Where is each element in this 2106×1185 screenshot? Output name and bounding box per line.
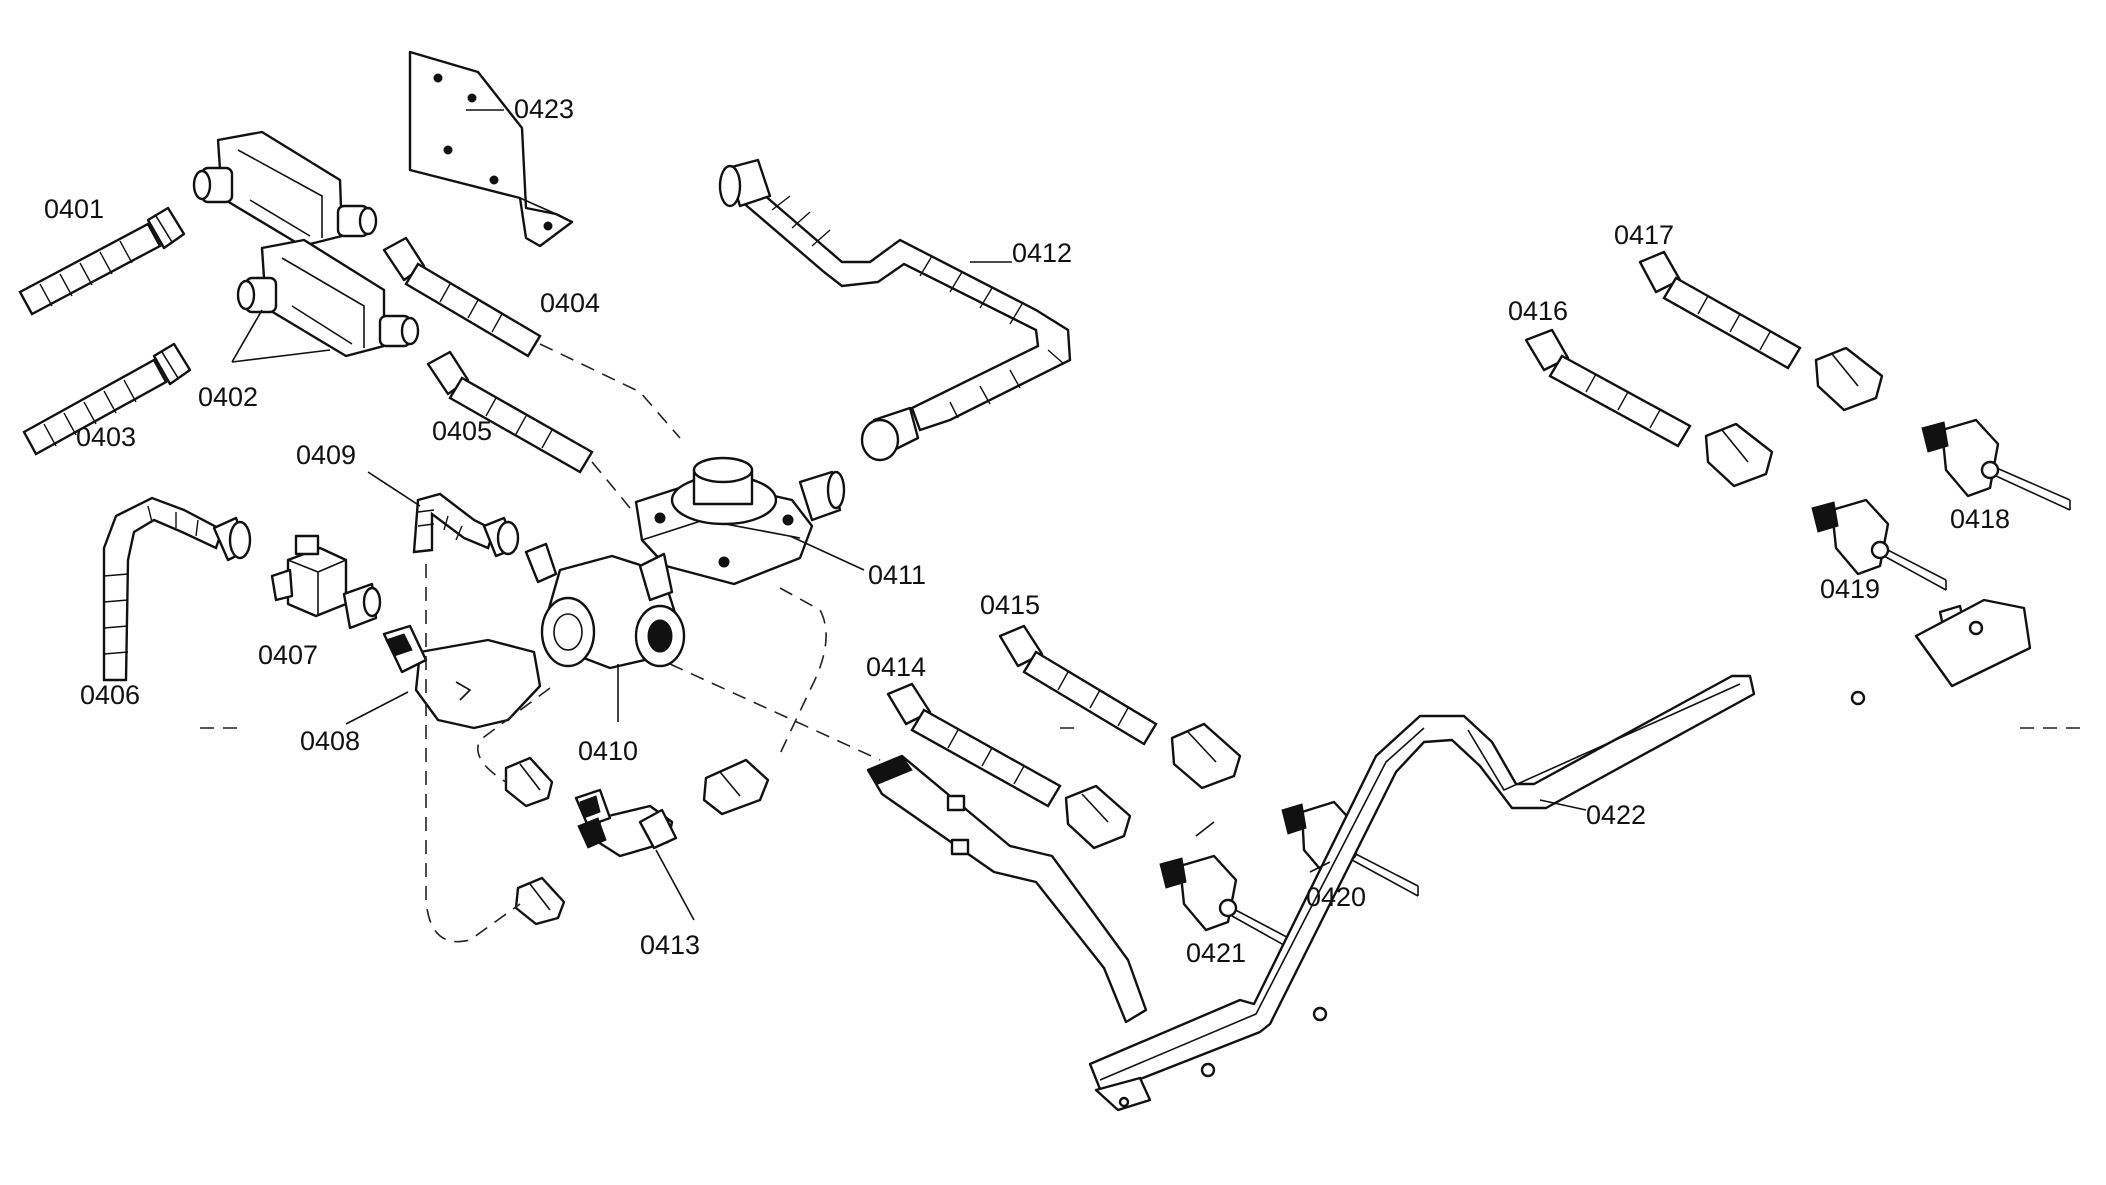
part-0413-nut-2[interactable] — [514, 876, 566, 926]
label-0419: 0419 — [1820, 574, 1880, 604]
part-0414-hose[interactable] — [886, 682, 1132, 850]
part-0415-hose[interactable] — [998, 624, 1242, 790]
part-0422-manifold[interactable] — [1088, 598, 2032, 1112]
part-0417-hose[interactable] — [1638, 250, 1884, 412]
part-0407-solenoid[interactable] — [270, 534, 382, 630]
part-0406-flex-hose[interactable] — [102, 496, 252, 682]
label-0408: 0408 — [300, 726, 360, 756]
part-0412-flex-hose[interactable] — [718, 158, 1072, 462]
part-inlet-pipe[interactable] — [866, 754, 1148, 1024]
part-0413-nut[interactable] — [504, 756, 554, 808]
part-0418-valve[interactable] — [1921, 418, 2071, 511]
label-0404: 0404 — [540, 288, 600, 318]
part-0402-valve-lower[interactable] — [236, 238, 420, 358]
part-0413-tee[interactable] — [574, 788, 678, 858]
label-0406: 0406 — [80, 680, 140, 710]
label-0407: 0407 — [258, 640, 318, 670]
part-0409-elbow-hose[interactable] — [412, 492, 520, 558]
part-0421-valve[interactable] — [1159, 854, 1301, 955]
label-0401: 0401 — [44, 194, 104, 224]
label-0405: 0405 — [432, 416, 492, 446]
label-0415: 0415 — [980, 590, 1040, 620]
label-0423: 0423 — [514, 94, 574, 124]
part-0401-flex-hose[interactable] — [18, 206, 186, 316]
part-0402-valve-upper[interactable] — [192, 130, 378, 248]
label-0416: 0416 — [1508, 296, 1568, 326]
label-0411: 0411 — [868, 560, 926, 590]
label-0417: 0417 — [1614, 220, 1674, 250]
leader-lines — [345, 109, 1587, 921]
part-0413-nut-3[interactable] — [702, 758, 770, 816]
label-0410: 0410 — [578, 736, 638, 766]
part-0419-valve[interactable] — [1811, 498, 1947, 591]
part-0403-flex-hose[interactable] — [22, 342, 192, 456]
assembly-dash-lines — [200, 343, 2080, 943]
part-0423-bracket[interactable] — [408, 50, 574, 248]
label-0414: 0414 — [866, 652, 926, 682]
part-0405-hose[interactable] — [426, 350, 594, 474]
label-0403: 0403 — [76, 422, 136, 452]
label-0409: 0409 — [296, 440, 356, 470]
label-0413: 0413 — [640, 930, 700, 960]
part-0410-tee-block[interactable] — [524, 542, 686, 670]
label-0402: 0402 — [198, 382, 258, 412]
part-0416-hose[interactable] — [1524, 328, 1774, 488]
label-0421: 0421 — [1186, 938, 1246, 968]
label-0412: 0412 — [1012, 238, 1072, 268]
part-0411-regulator[interactable] — [634, 456, 846, 586]
part-labels: 0401 0402 0403 0404 0405 0406 0407 0408 … — [44, 94, 2010, 968]
label-0418: 0418 — [1950, 504, 2010, 534]
label-0420: 0420 — [1306, 882, 1366, 912]
label-0422: 0422 — [1586, 800, 1646, 830]
part-0404-hose[interactable] — [382, 236, 542, 358]
part-0408-elbow[interactable] — [382, 624, 542, 730]
